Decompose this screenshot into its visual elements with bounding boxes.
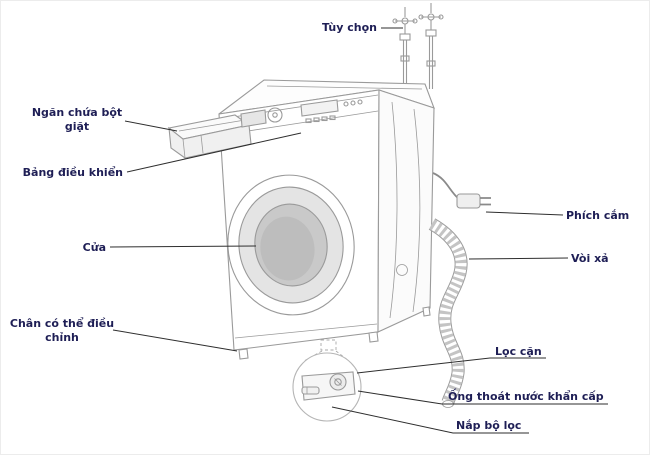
drawer-slot <box>240 109 267 128</box>
program-knob <box>267 107 283 123</box>
label-loc-can: Lọc cặn <box>495 345 542 358</box>
label-ngan-chua-bot-giat: Ngăn chứa bột giặt <box>31 106 123 133</box>
door <box>227 174 355 316</box>
label-bang-dieu-khien: Bảng điều khiển <box>22 166 123 179</box>
plug-prongs <box>480 197 491 206</box>
filter-inset <box>292 352 362 422</box>
label-cua: Cửa <box>82 241 106 254</box>
control-panel <box>240 99 363 128</box>
power-cord <box>432 172 460 200</box>
adjustable-feet <box>238 306 431 360</box>
detergent-drawer <box>167 114 252 159</box>
label-phich-cam: Phích cắm <box>566 209 630 222</box>
emergency-drain-tube <box>301 386 320 395</box>
display <box>300 99 339 117</box>
power-plug <box>432 172 491 209</box>
drain-hose <box>428 218 468 408</box>
label-ong-thoat-nuoc: Ống thoát nước khẩn cấp <box>448 390 604 403</box>
leader-lines <box>109 27 608 434</box>
label-tuy-chon: Tùy chọn <box>321 21 377 34</box>
label-voi-xa: Vòi xả <box>571 252 609 265</box>
water-taps <box>392 3 444 89</box>
label-nap-bo-loc: Nắp bộ lọc <box>456 419 522 432</box>
label-chan-dieu-chinh: Chân có thể điều chỉnh <box>9 317 115 344</box>
